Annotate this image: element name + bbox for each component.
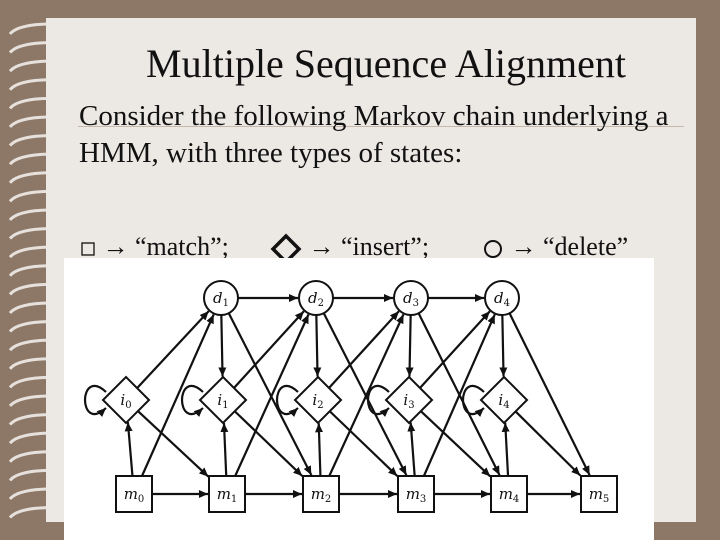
state-label: m4 <box>499 485 520 505</box>
state-shape <box>490 475 528 513</box>
states: d1 d2 d3 d4 i0 i1 i2 i3 i4 m0 m1 m2 m3 m4 m5 <box>101 280 618 513</box>
state-m1: m1 <box>208 475 246 513</box>
state-i3: i3 <box>384 375 434 425</box>
transition-m4-i4 <box>501 422 510 477</box>
legend-label-match: “match”; <box>135 232 229 261</box>
self-loop-i0 <box>84 384 107 418</box>
state-m5: m5 <box>580 475 618 513</box>
state-shape <box>198 375 248 425</box>
state-label: i4 <box>498 391 509 411</box>
state-label: d2 <box>308 289 324 309</box>
transitions <box>84 294 591 498</box>
state-shape <box>293 375 343 425</box>
self-loop-i2 <box>276 384 299 418</box>
transition-i2-m3 <box>328 410 399 477</box>
circle-icon <box>484 240 502 259</box>
state-label: m0 <box>124 485 145 505</box>
state-shape <box>203 280 239 316</box>
state-label: i2 <box>312 391 323 411</box>
hmm-diagram: d1 d2 d3 d4 i0 i1 i2 i3 i4 m0 m1 m2 m3 m4 m5 <box>64 258 654 540</box>
square-icon <box>81 242 95 256</box>
state-shape <box>208 475 246 513</box>
state-shape <box>580 475 618 513</box>
transition-i2-d3 <box>328 310 400 389</box>
state-label: m5 <box>589 485 610 505</box>
transition-i0-d1 <box>136 310 210 389</box>
transition-m1-d2 <box>234 313 310 477</box>
state-m4: m4 <box>490 475 528 513</box>
transition-d2-m3 <box>322 312 408 476</box>
legend-match: → “match”; <box>80 230 229 264</box>
state-label: m1 <box>217 485 238 505</box>
hmm-graph: d1 d2 d3 d4 i0 i1 i2 i3 i4 m0 m1 m2 m3 m4 m5 <box>84 280 618 513</box>
transition-d2-i2 <box>313 314 322 377</box>
transition-i0-m1 <box>137 410 210 478</box>
transition-d1-i1 <box>218 314 227 377</box>
state-d4: d4 <box>484 280 520 316</box>
state-label: d4 <box>494 289 510 309</box>
transition-i4-m5 <box>514 410 582 477</box>
transition-m2-i2 <box>315 423 324 477</box>
transition-d3-m4 <box>417 312 501 476</box>
state-i0: i0 <box>101 375 151 425</box>
transition-d4-m5 <box>508 312 591 476</box>
state-shape <box>397 475 435 513</box>
self-loop-i4 <box>462 384 485 418</box>
state-label: m3 <box>406 485 427 505</box>
self-loop-i3 <box>367 384 390 418</box>
state-label: i3 <box>403 391 414 411</box>
transition-m0-i0 <box>124 422 134 477</box>
state-label: d1 <box>213 289 229 309</box>
state-i1: i1 <box>198 375 248 425</box>
self-loop-i1 <box>181 384 204 418</box>
state-d1: d1 <box>203 280 239 316</box>
transition-m1-i1 <box>220 423 229 477</box>
state-label: d3 <box>403 289 419 309</box>
state-shape <box>384 375 434 425</box>
state-d3: d3 <box>393 280 429 316</box>
state-shape <box>101 375 151 425</box>
transition-d4-i4 <box>499 314 508 377</box>
state-m0: m0 <box>115 475 153 513</box>
transition-i1-d2 <box>233 310 305 389</box>
state-m2: m2 <box>302 475 340 513</box>
state-label: m2 <box>311 485 332 505</box>
state-shape <box>484 280 520 316</box>
transition-m0-d1 <box>140 314 215 477</box>
state-shape <box>298 280 334 316</box>
transition-i3-d4 <box>419 310 491 389</box>
transition-i3-m4 <box>420 410 492 478</box>
page-title: Multiple Sequence Alignment <box>146 41 626 86</box>
state-shape <box>115 475 153 513</box>
legend-delete: → “delete” <box>482 230 628 264</box>
state-label: i0 <box>120 391 131 411</box>
state-shape <box>479 375 529 425</box>
transition-m3-i3 <box>407 422 416 477</box>
title-divider <box>78 126 684 127</box>
state-shape <box>393 280 429 316</box>
legend-arrow: → <box>510 232 537 261</box>
transition-d3-i3 <box>405 314 414 377</box>
legend-arrow: → <box>308 232 335 261</box>
legend-arrow: → <box>102 232 129 261</box>
transition-d1-m2 <box>227 312 313 476</box>
state-i4: i4 <box>479 375 529 425</box>
state-shape <box>302 475 340 513</box>
state-label: i1 <box>217 391 228 411</box>
body-paragraph: Consider the following Markov chain unde… <box>79 100 669 169</box>
state-m3: m3 <box>397 475 435 513</box>
state-d2: d2 <box>298 280 334 316</box>
transition-i1-m2 <box>233 410 304 477</box>
legend-label-delete: “delete” <box>543 232 629 261</box>
state-i2: i2 <box>293 375 343 425</box>
legend-label-insert: “insert”; <box>341 232 430 261</box>
